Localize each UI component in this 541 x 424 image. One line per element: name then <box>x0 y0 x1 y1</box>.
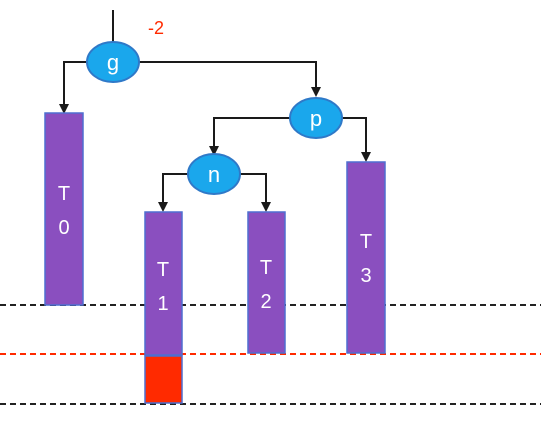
subtree-t0: T 0 <box>44 112 84 306</box>
edge-p-n <box>209 117 293 156</box>
node-p-label: p <box>310 106 322 131</box>
subtree-t3: T 3 <box>346 161 386 354</box>
overflow-block <box>144 355 183 404</box>
subtree-t1-label-line1: T <box>157 259 169 281</box>
subtree-t2: T 2 <box>247 211 286 354</box>
edge-g-p <box>138 61 321 97</box>
subtree-t0-label-line2: 0 <box>58 217 69 239</box>
subtree-t2-label-line1: T <box>260 257 272 279</box>
edge-p-t3 <box>340 117 371 162</box>
node-n-label: n <box>208 162 220 187</box>
edge-n-t1 <box>158 173 190 212</box>
subtree-t1: T 1 <box>144 211 183 356</box>
subtree-t2-label-line2: 2 <box>260 291 271 313</box>
edge-g-t0 <box>59 61 88 114</box>
node-g-balance-factor: -2 <box>148 18 164 38</box>
node-g: g <box>86 41 140 83</box>
subtree-t3-label-line1: T <box>360 231 372 253</box>
node-p: p <box>289 97 343 139</box>
edge-n-t2 <box>238 173 271 212</box>
subtree-t1-label-line2: 1 <box>157 293 168 315</box>
node-g-label: g <box>107 50 119 75</box>
node-n: n <box>187 153 241 195</box>
subtree-t3-label-line2: 3 <box>360 265 371 287</box>
subtree-t0-label-line1: T <box>58 183 70 205</box>
